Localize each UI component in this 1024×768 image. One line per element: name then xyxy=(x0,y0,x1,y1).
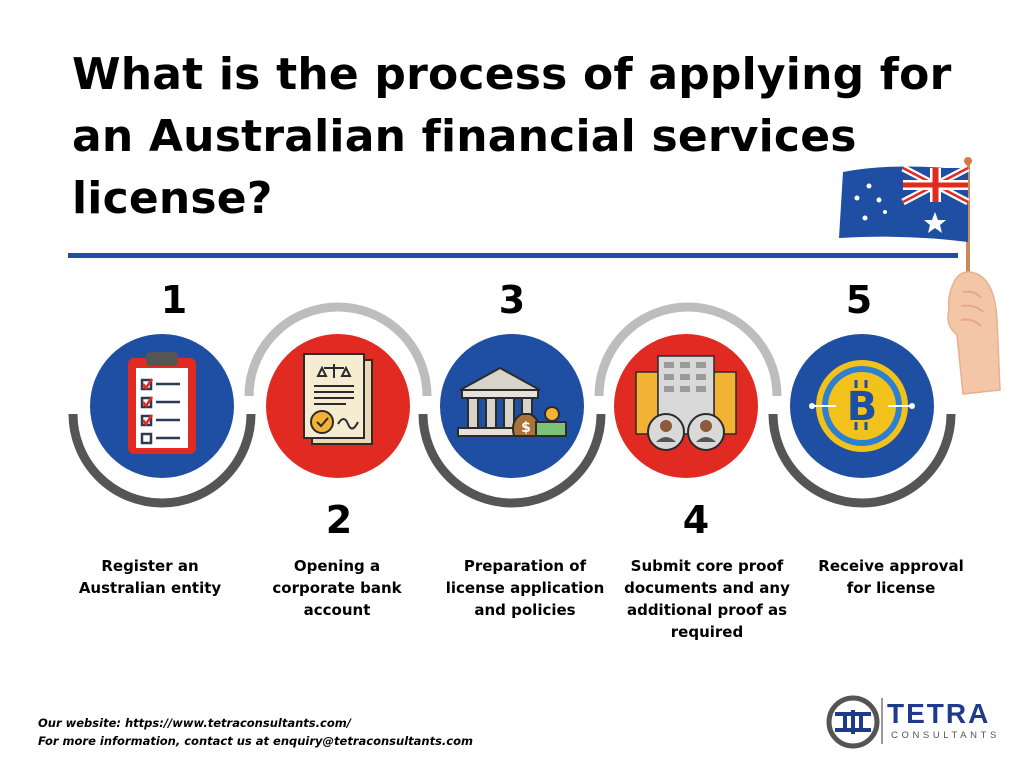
logo-subtitle: CONSULTANTS xyxy=(891,730,1000,741)
clipboard-checklist-icon xyxy=(128,352,196,454)
title-divider xyxy=(68,253,958,258)
step-1-text: Register an Australian entity xyxy=(78,557,222,597)
step-4-circle xyxy=(614,334,758,478)
contact-email-link[interactable]: For more information, contact us at enqu… xyxy=(38,734,473,748)
bitcoin-coin-icon: B xyxy=(809,360,915,452)
step-2-circle xyxy=(266,334,410,478)
svg-text:$: $ xyxy=(521,420,531,436)
logo-divider xyxy=(881,698,883,744)
step-2-text: Opening a corporate bank account xyxy=(272,557,402,619)
australian-flag-icon xyxy=(839,157,1001,395)
tetra-logo: TETRA CONSULTANTS xyxy=(825,692,1000,752)
page-title: What is the process of applying for an A… xyxy=(72,49,952,224)
svg-text:B: B xyxy=(847,384,878,430)
step-number-1: 1 xyxy=(160,278,188,322)
step-1-circle xyxy=(90,334,234,478)
step-number-5: 5 xyxy=(845,278,873,322)
legal-document-icon xyxy=(303,353,373,445)
step-5-text: Receive approval for license xyxy=(818,557,964,597)
website-link[interactable]: Our website: https://www.tetraconsultant… xyxy=(38,716,351,730)
step-number-3: 3 xyxy=(498,278,526,322)
hand-holding-flag-icon xyxy=(947,271,1001,395)
step-5-circle: B xyxy=(790,334,934,478)
logo-name: TETRA xyxy=(887,698,991,729)
office-people-icon xyxy=(635,355,737,451)
footer: Our website: https://www.tetraconsultant… xyxy=(38,714,473,750)
step-number-4: 4 xyxy=(682,498,710,542)
step-4-text: Submit core proof documents and any addi… xyxy=(624,557,790,641)
step-3-text: Preparation of license application and p… xyxy=(445,557,605,619)
bank-money-icon: $ xyxy=(457,366,567,437)
step-3-circle: $ xyxy=(440,334,584,478)
step-number-2: 2 xyxy=(325,498,353,542)
tetra-emblem-icon xyxy=(826,695,880,749)
